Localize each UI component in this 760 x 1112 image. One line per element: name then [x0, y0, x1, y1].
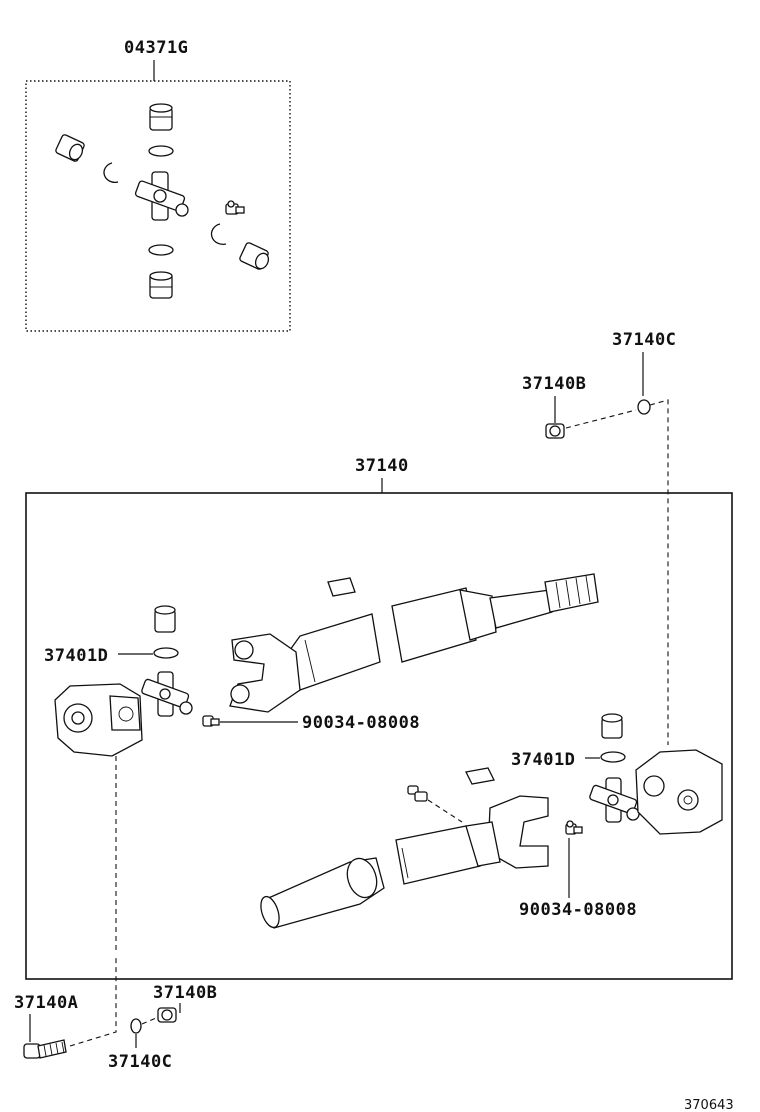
seal-top	[148, 145, 174, 157]
grease-fitting-kit	[225, 200, 245, 215]
grease-fitting-left	[202, 715, 220, 727]
label-spider-right: 37401D	[511, 750, 575, 770]
bearing-cup-bottom	[149, 271, 173, 299]
snap-ring-right	[210, 223, 227, 246]
flange-yoke-left	[54, 683, 143, 757]
label-kit: 04371G	[124, 38, 188, 58]
washer-bottom	[130, 1018, 142, 1034]
bolt	[23, 1039, 67, 1059]
grease-fitting-upper-rear	[407, 785, 428, 802]
label-part-b-top: 37140B	[522, 374, 586, 394]
label-part-b-bottom: 37140B	[153, 983, 217, 1003]
label-part-c-top: 37140C	[612, 330, 676, 350]
propeller-shaft-rear	[260, 767, 549, 929]
propeller-shaft-front	[229, 573, 599, 713]
label-bolt: 37140A	[14, 993, 78, 1013]
label-spider-left: 37401D	[44, 646, 108, 666]
seal-bottom	[148, 244, 174, 256]
bearing-cup-right	[239, 242, 270, 270]
label-shaft-assy: 37140	[355, 456, 409, 476]
kit-frame	[25, 80, 291, 332]
spider-cross	[134, 171, 189, 221]
figure-id: 370643	[684, 1098, 734, 1112]
spider-right	[589, 713, 640, 823]
nut-bottom	[157, 1007, 177, 1023]
label-fitting-left: 90034-08008	[302, 713, 420, 733]
label-part-c-bottom: 37140C	[108, 1052, 172, 1072]
kit-parts	[55, 103, 270, 299]
grease-fitting-right	[565, 820, 583, 835]
label-fitting-right: 90034-08008	[519, 900, 637, 920]
washer-top	[637, 399, 651, 415]
nut-top	[545, 423, 565, 439]
flange-yoke-right	[635, 749, 723, 835]
bearing-cup-top	[149, 103, 173, 131]
spider-left	[141, 605, 193, 717]
assembly-frame	[25, 492, 733, 980]
snap-ring-left	[103, 162, 119, 184]
bearing-cup-left	[55, 134, 85, 162]
